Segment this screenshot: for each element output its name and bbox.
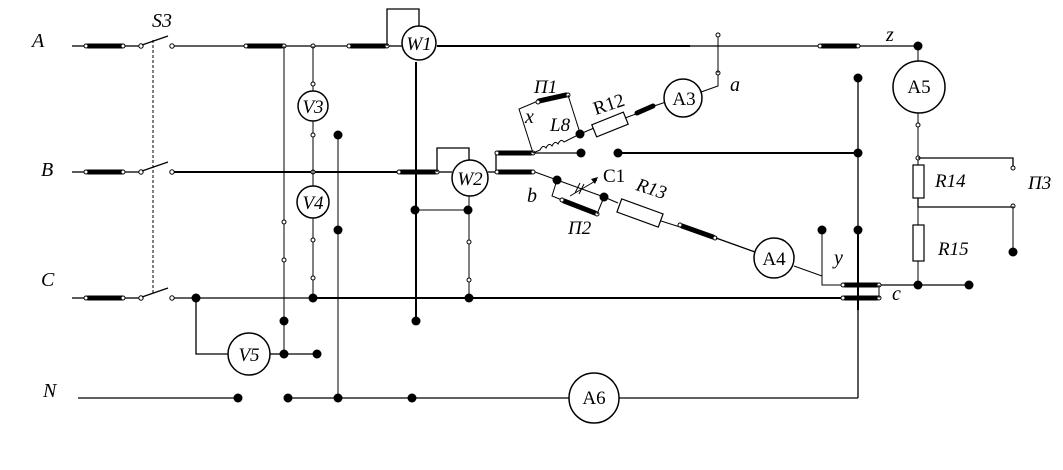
ammeter-a4: A4 [753, 237, 795, 279]
resistor-r14 [912, 164, 925, 199]
voltmeter-v5: V5 [227, 332, 271, 376]
wattmeter-w2: W2 [451, 159, 489, 197]
resistor-r15 [912, 224, 925, 262]
switch-s3-blade-b [141, 161, 169, 172]
phase-b-label: B [41, 159, 53, 181]
switch-s3-label: S3 [152, 10, 172, 32]
wattmeter-w1: W1 [401, 25, 437, 61]
phase-a-line [72, 35, 923, 51]
jumper-p1-label: П1 [533, 77, 557, 98]
ammeter-a3: A3 [663, 78, 703, 118]
resistor-r13 [616, 198, 664, 228]
wattmeter-w2-label: W2 [457, 169, 483, 190]
phase-a-label: A [30, 30, 45, 52]
ammeter-a5: A5 [892, 60, 946, 114]
voltmeter-v4-label: V4 [302, 193, 324, 214]
ammeter-a3-label: A3 [672, 89, 695, 110]
ammeter-a5-label: A5 [907, 77, 930, 98]
node-z-label: z [885, 24, 894, 46]
node-y-label: y [832, 247, 843, 269]
node-a-label: a [730, 74, 740, 96]
phase-b-line [72, 161, 496, 175]
voltmeter-v3-label: V3 [302, 97, 323, 118]
resistor-r15-label: R15 [937, 239, 969, 260]
inductor-l8-label: L8 [549, 115, 571, 136]
ammeter-a6: A6 [568, 372, 620, 424]
switch-s3-blade-a [141, 35, 169, 46]
node-c-label: c [892, 283, 901, 305]
ammeter-a6-label: A6 [582, 388, 605, 409]
inductor-l8 [532, 133, 581, 154]
switch-s3-blade-c [141, 287, 169, 298]
resistor-r14-label: R14 [934, 171, 966, 192]
phase-c-line [72, 287, 882, 303]
voltmeter-v5-label: V5 [238, 345, 259, 366]
jumper-p3-label: П3 [1027, 173, 1051, 194]
voltmeter-v3: V3 [297, 90, 329, 122]
jumper-p2-label: П2 [567, 218, 592, 239]
resistor-r13-label: R13 [633, 174, 670, 204]
wattmeter-w1-label: W1 [406, 34, 431, 55]
phase-c-label: C [41, 269, 55, 291]
capacitor-c1-label: C1 [603, 166, 625, 187]
voltmeter-v4: V4 [296, 185, 330, 219]
ammeter-a4-label: A4 [762, 249, 786, 270]
neutral-label: N [42, 380, 58, 402]
node-b-label: b [527, 185, 537, 207]
capacitor-c1-variable-arrow [569, 179, 598, 197]
node-x-label: x [524, 106, 534, 128]
